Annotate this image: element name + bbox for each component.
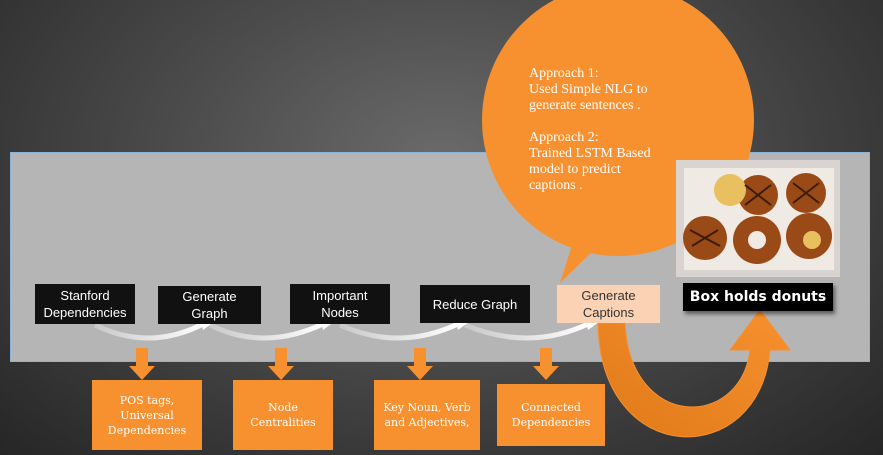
step-important-nodes: Important Nodes [290, 284, 390, 324]
note-connected-dependencies: Connected Dependencies [497, 384, 605, 446]
approach-text: Approach 1: Used Simple NLG to generate … [529, 66, 651, 193]
flow-arcs [93, 320, 592, 341]
note-pos-tags: POS tags, Universal Dependencies [92, 380, 202, 450]
result-arrow [597, 309, 791, 438]
step-generate-graph: Generate Graph [158, 286, 261, 324]
result-caption: Box holds donuts [683, 283, 833, 311]
down-arrows [129, 348, 559, 380]
note-node-centralities: Node Centralities [233, 380, 333, 450]
step-reduce-graph: Reduce Graph [420, 285, 530, 323]
note-key-words: Key Noun, Verb and Adjectives, [374, 380, 480, 450]
step-stanford-dependencies: Stanford Dependencies [35, 284, 135, 324]
donut-image [676, 160, 840, 277]
step-generate-captions: Generate Captions [557, 285, 660, 323]
